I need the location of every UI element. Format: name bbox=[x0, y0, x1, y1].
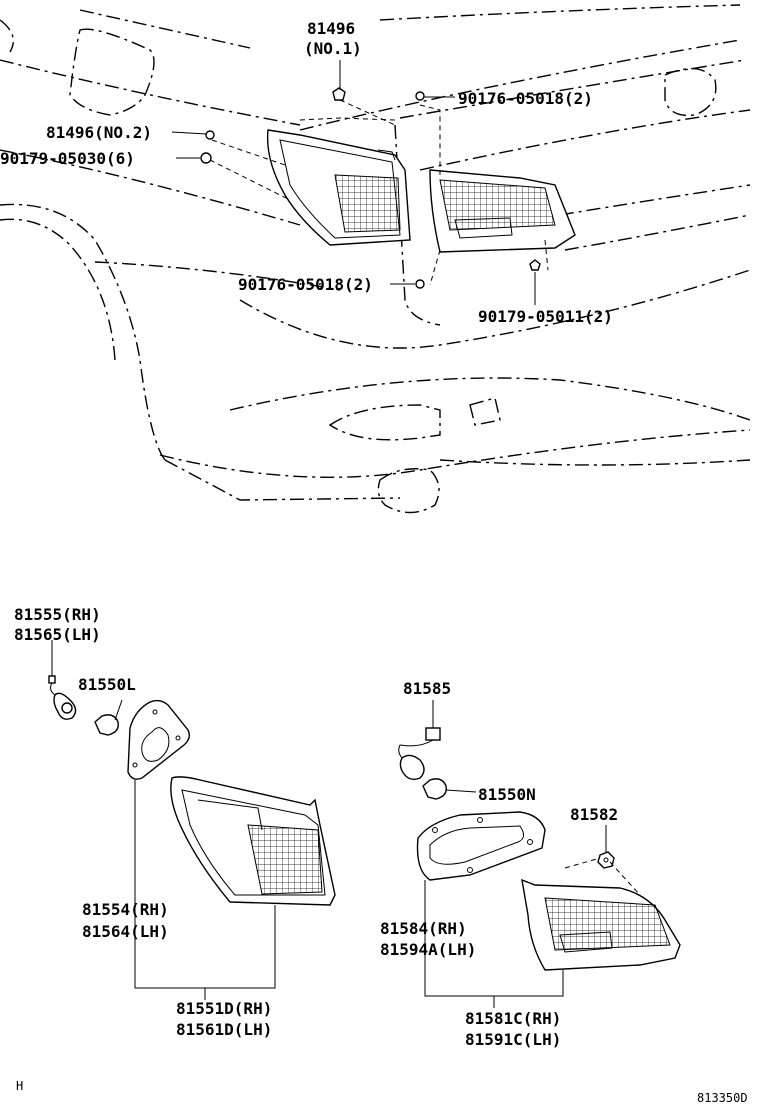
assembly-dashed-lines bbox=[209, 99, 549, 286]
leader-lines-top bbox=[171, 60, 536, 305]
label-90176-05018-top: 90176-05018(2) bbox=[458, 89, 593, 108]
gasket-81554 bbox=[127, 699, 191, 780]
label-81561D: 81561D(LH) bbox=[176, 1020, 272, 1039]
label-81584: 81584(RH) bbox=[380, 919, 467, 938]
installed-outer-lamp bbox=[266, 129, 411, 246]
label-81555: 81555(RH) bbox=[14, 605, 101, 624]
label-90179-05011: 90179-05011(2) bbox=[478, 307, 613, 326]
leader-lines-bottom bbox=[51, 640, 607, 1008]
label-81564: 81564(LH) bbox=[82, 922, 169, 941]
label-90176-05018-mid: 90176-05018(2) bbox=[238, 275, 373, 294]
label-81582: 81582 bbox=[570, 805, 618, 824]
socket-81555 bbox=[48, 675, 77, 720]
socket-81585 bbox=[398, 727, 441, 781]
label-81594A: 81594A(LH) bbox=[380, 940, 476, 959]
bulb-81550N bbox=[422, 778, 447, 800]
label-81550L: 81550L bbox=[78, 675, 136, 694]
drawing-number: 813350D bbox=[697, 1091, 748, 1105]
assembly-dashed-lines-bottom bbox=[564, 857, 641, 896]
outer-lamp-81551D bbox=[170, 776, 336, 906]
label-90179-05030: 90179-05030(6) bbox=[0, 149, 135, 168]
label-81496-no1: 81496 bbox=[307, 19, 355, 38]
inner-lamp-81581C bbox=[521, 878, 681, 971]
vehicle-rear-body bbox=[0, 4, 751, 514]
label-81551D: 81551D(RH) bbox=[176, 999, 272, 1018]
bulb-81550L bbox=[94, 714, 119, 736]
label-81565: 81565(LH) bbox=[14, 625, 101, 644]
label-81496-no2: 81496(NO.2) bbox=[46, 123, 152, 142]
gasket-81584 bbox=[416, 811, 546, 881]
label-81550N: 81550N bbox=[478, 785, 536, 804]
label-81585: 81585 bbox=[403, 679, 451, 698]
clips-top bbox=[200, 87, 541, 289]
label-81554: 81554(RH) bbox=[82, 900, 169, 919]
footer-mark: H bbox=[16, 1079, 23, 1093]
label-81496-no1-sub: (NO.1) bbox=[304, 39, 362, 58]
label-81591C: 81591C(LH) bbox=[465, 1030, 561, 1049]
nut-81582 bbox=[597, 851, 615, 869]
installed-inner-lamp bbox=[429, 169, 576, 253]
label-81581C: 81581C(RH) bbox=[465, 1009, 561, 1028]
